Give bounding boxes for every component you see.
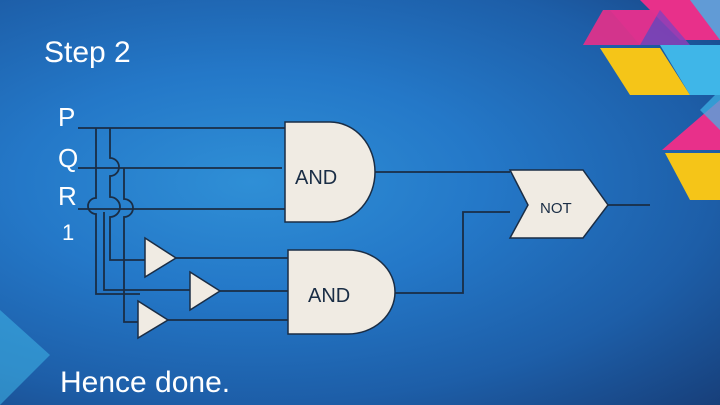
- and-gate-bottom: [287, 249, 396, 335]
- conclusion-text: Hence done.: [60, 366, 231, 399]
- decor-shape-cyan-left: [0, 310, 50, 405]
- wire-tap-1: [87, 128, 140, 295]
- buffer-gate-1: [144, 236, 178, 279]
- decor-shape-cyan-top: [660, 45, 720, 95]
- input-label-one: 1: [62, 220, 75, 245]
- buffer-gate-3: [137, 299, 170, 340]
- decor-shape-cyan-corner: [690, 0, 720, 40]
- decor-shape-pink-left: [583, 10, 660, 45]
- input-label-r: R: [58, 181, 77, 211]
- wire-tap-3: [123, 168, 138, 323]
- decor-shape-yellow-mid: [665, 153, 720, 200]
- wire-and-bottom-out: [395, 211, 510, 294]
- wire-tap-4: [103, 212, 190, 291]
- and-gate-top-label: AND: [295, 167, 337, 189]
- input-label-p: P: [58, 102, 76, 132]
- decor-shape-yellow-top: [600, 48, 690, 95]
- buffer-gate-2: [189, 270, 222, 312]
- input-label-q: Q: [58, 143, 79, 173]
- and-gate-bottom-label: AND: [308, 285, 350, 307]
- not-gate-label: NOT: [540, 200, 572, 217]
- not-gate: [508, 169, 609, 239]
- wire-tap-2: [109, 128, 145, 261]
- decor-shape-cyan-mid: [700, 90, 720, 130]
- and-gate-top: [284, 121, 376, 223]
- slide-title: Step 2: [44, 36, 131, 69]
